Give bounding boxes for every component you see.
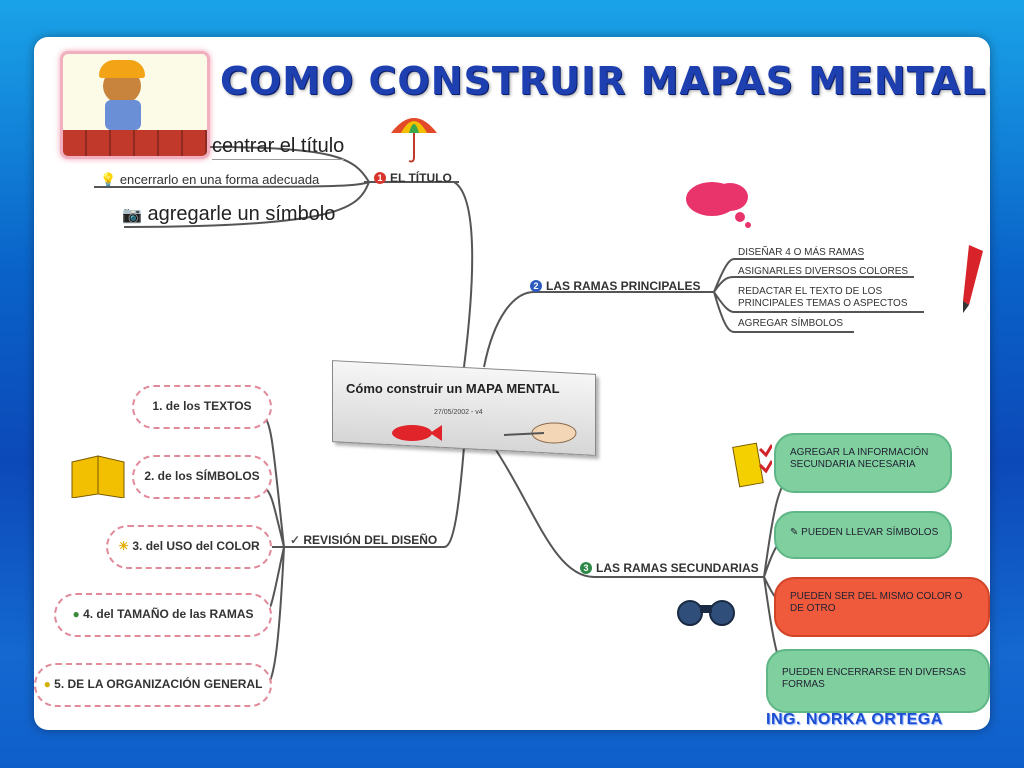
pencil-icon [963, 245, 983, 313]
slide: COMO CONSTRUIR MAPAS MENTALES centrar el… [34, 37, 990, 730]
connector-main-items [713, 258, 924, 333]
overalls-icon [105, 100, 141, 130]
secondary-item-2: ✎ PUEDEN LLEVAR SÍMBOLOS [774, 511, 952, 559]
mind-map-connectors [93, 146, 924, 688]
secondary-item-4: PUEDEN ENCERRARSE EN DIVERSAS FORMAS [766, 649, 990, 713]
review-item-symbols: 2. de los SÍMBOLOS [132, 455, 272, 499]
fish-icon [392, 425, 442, 441]
checklist-icon [732, 442, 772, 488]
binoculars-icon [677, 600, 735, 626]
symbol-icon: ✎ [790, 527, 802, 538]
author-credit: ING. NORKA ORTEGA [766, 711, 943, 728]
title-item-symbol: 📷 agregarle un símbolo [122, 203, 336, 225]
sun-icon: ☀ [118, 539, 133, 553]
main-item-1: DISEÑAR 4 O MÁS RAMAS [738, 247, 865, 258]
number-badge: 3 [580, 562, 592, 574]
connector-title [453, 181, 474, 368]
review-item-organization: ● 5. DE LA ORGANIZACIÓN GENERAL [34, 663, 272, 707]
connector-main [483, 291, 714, 368]
book-icon [71, 455, 125, 498]
hard-hat-icon [99, 60, 145, 78]
main-item-3: REDACTAR EL TEXTO DE LOS PRINCIPALES TEM… [738, 286, 908, 309]
connector-title-items [93, 146, 370, 228]
central-topic-title: Cómo construir un MAPA MENTAL [346, 381, 560, 396]
umbrella-icon [391, 118, 437, 163]
central-topic-date: 27/05/2002 - v4 [434, 409, 483, 416]
number-badge: 1 [374, 172, 386, 184]
connector-secondary [493, 446, 764, 578]
title-item-enclose: 💡 encerrarlo en una forma adecuada [100, 172, 320, 187]
star-icon: ● [43, 677, 55, 691]
review-item-size: ● 4. del TAMAÑO de las RAMAS [54, 593, 272, 637]
secondary-item-1: AGREGAR LA INFORMACIÓN SECUNDARIA NECESA… [774, 433, 952, 493]
review-item-color: ☀ 3. del USO del COLOR [106, 525, 272, 569]
worker-illustration [60, 51, 210, 159]
title-item-center: centrar el título [212, 135, 345, 160]
branch-label-review: ✓ REVISIÓN DEL DISEÑO [290, 533, 438, 547]
thought-cloud-icon [686, 182, 751, 228]
connector-review-items [263, 416, 285, 688]
connector-review [284, 446, 465, 548]
writing-hand-icon [504, 422, 577, 444]
camera-icon: 📷 [122, 207, 142, 224]
globe-icon: ● [72, 607, 84, 621]
brick-wall-icon [63, 130, 207, 156]
review-item-texts: 1. de los TEXTOS [132, 385, 272, 429]
page-title: COMO CONSTRUIR MAPAS MENTALES [220, 59, 990, 103]
number-badge: 2 [530, 280, 542, 292]
check-icon: ✓ [290, 533, 304, 547]
main-item-2: ASIGNARLES DIVERSOS COLORES [738, 266, 909, 277]
main-item-4: AGREGAR SÍMBOLOS [738, 318, 844, 329]
secondary-item-3: PUEDEN SER DEL MISMO COLOR O DE OTRO [774, 577, 990, 637]
lightbulb-icon: 💡 [100, 172, 117, 187]
